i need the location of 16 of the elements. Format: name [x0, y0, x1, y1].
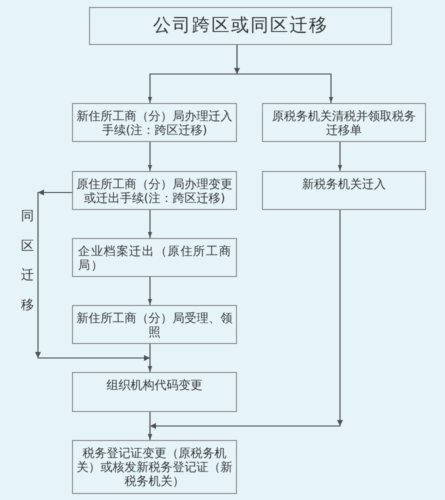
arrow	[148, 344, 152, 372]
arrow	[236, 45, 334, 103]
process-box: 新税务机关迁入	[262, 171, 426, 210]
process-box: 原税务机关清税并领取税务迁移单	[262, 103, 426, 142]
arrow	[338, 142, 342, 171]
process-box: 新住所工商（分）局受理、领照	[72, 305, 237, 344]
arrow	[148, 277, 152, 305]
arrow	[148, 210, 152, 238]
start-box: 公司跨区或同区迁移	[89, 7, 392, 45]
process-box: 企业档案迁出（原住所工商局）	[72, 238, 237, 277]
arrow	[148, 210, 341, 440]
process-box: 新住所工商（分）局办理迁入手续(注：跨区迁移)	[72, 103, 237, 142]
process-box: 税务登记证变更（原税务机关）或核发新税务登记证（新税务机关）	[72, 440, 237, 494]
process-box: 组织机构代码变更	[72, 372, 237, 412]
arrow	[148, 142, 152, 171]
process-box: 原住所工商（分）局办理变更或迁出手续(注：跨区迁移)	[72, 171, 237, 210]
